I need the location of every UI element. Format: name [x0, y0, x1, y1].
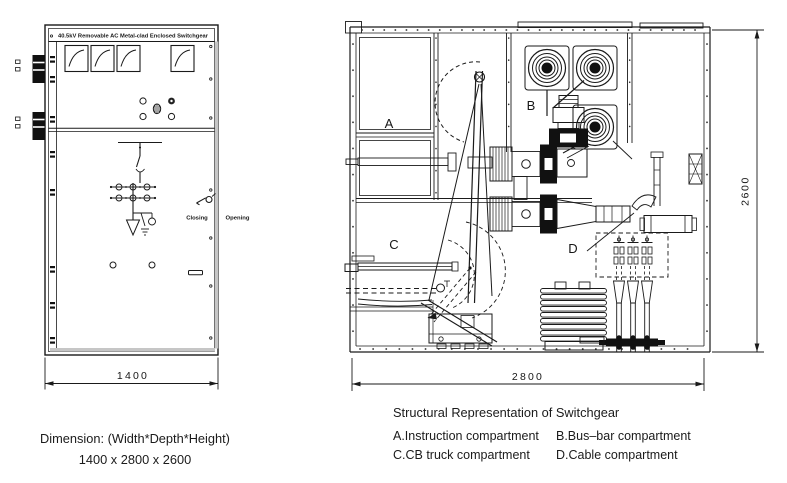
panel-screws: [209, 44, 213, 340]
height-dimension-value: 2600: [740, 176, 752, 206]
external-hinge-upper: [15, 55, 45, 83]
operating-mechanism: [345, 61, 506, 323]
cable-termination: [612, 235, 626, 352]
compartment-b-label: B: [527, 98, 536, 113]
mimic-single-line-diagram: [109, 141, 162, 237]
bus-insulator: [572, 104, 618, 150]
opening-label: Opening: [226, 216, 250, 222]
side-enclosure-frame: [345, 21, 711, 353]
indicator-lights: [139, 97, 176, 121]
structural-caption-title: Structural Representation of Switchgear: [393, 405, 620, 420]
rear-current-transformer: [639, 151, 697, 233]
legend-item-a: A.Instruction compartment: [393, 429, 539, 443]
legend-item-d: D.Cable compartment: [556, 448, 678, 462]
side-view: A B C D 2600 2800: [344, 21, 764, 391]
compartment-a-label: A: [385, 116, 394, 131]
voltage-transformer: [540, 281, 607, 351]
bus-insulator: [524, 45, 570, 91]
front-view-title: 40.5kV Removable AC Metal-clad Enclosed …: [58, 34, 209, 40]
front-cabinet-frame: [44, 24, 219, 356]
compartment-c-label: C: [389, 237, 398, 252]
depth-dimension: 2800: [351, 358, 705, 391]
dimension-caption-value: 1400 x 2800 x 2600: [78, 452, 192, 467]
depth-dimension-value: 2800: [512, 371, 544, 383]
cb-truck: [344, 255, 498, 349]
width-dimension: 1400: [44, 357, 219, 390]
circuit-breaker-pole-link: [513, 176, 528, 200]
meter-gauges: [64, 44, 195, 73]
circuit-breaker-upper-pole: [467, 144, 588, 184]
external-hinge-lower: [15, 112, 45, 140]
bus-insulator: [572, 45, 618, 91]
legend-item-b: B.Bus–bar compartment: [556, 429, 691, 443]
control-knob: [152, 103, 162, 115]
operating-handle-icon: [196, 193, 216, 206]
compartment-d-label: D: [568, 241, 577, 256]
cable-clamp: [599, 335, 665, 350]
dimension-caption-title: Dimension: (Width*Depth*Height): [40, 431, 230, 446]
legend-item-c: C.CB truck compartment: [393, 448, 530, 462]
height-dimension: 2600: [712, 29, 764, 353]
handle-slot: [188, 270, 203, 276]
upper-bushing: [549, 95, 588, 148]
compartment-legend: A.Instruction compartment B.Bus–bar comp…: [393, 429, 691, 462]
front-view: 40.5kV Removable AC Metal-clad Enclosed …: [15, 24, 250, 390]
cable-terminations: [579, 232, 669, 352]
closing-label: Closing: [186, 216, 208, 222]
rear-wall-bracket: [688, 153, 703, 185]
door-buttons: [109, 261, 203, 276]
cable-termination: [626, 235, 640, 352]
cable-termination: [640, 235, 654, 352]
busbar-insulators: [524, 45, 618, 159]
circuit-breaker-lower-pole: [489, 194, 657, 252]
width-dimension-value: 1400: [117, 370, 149, 382]
door-hinge-marks: [50, 56, 55, 344]
